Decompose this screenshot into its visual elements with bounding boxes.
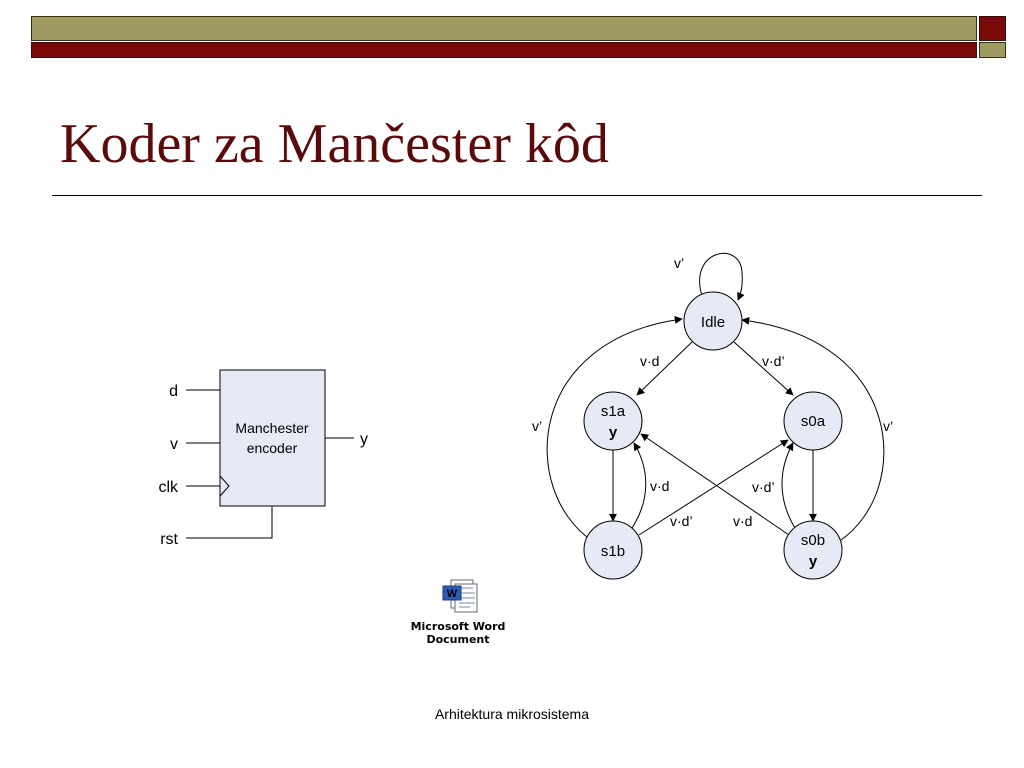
slide-footer: Arhitektura mikrosistema: [434, 706, 590, 722]
input-clk-label: clk: [158, 479, 179, 496]
label-s1b-s1a: v·d: [650, 478, 669, 494]
state-s0a-label: s0a: [801, 413, 826, 430]
slide-title: Koder za Mančester kôd: [60, 113, 609, 175]
input-v-label: v: [170, 436, 178, 453]
encoder-label-line2: encoder: [247, 440, 298, 456]
transition-s0b-s1a: [640, 433, 790, 536]
label-s0b-s1a: v·d: [733, 513, 752, 529]
word-document-icon[interactable]: W: [442, 579, 478, 613]
label-s1b-s0a: v·d’: [670, 513, 693, 529]
encoder-block-diagram: Manchester encoder d v clk rst y: [158, 369, 368, 548]
header-bar-red: [31, 42, 977, 58]
label-s1b-idle: v’: [532, 418, 542, 434]
state-s1a: [583, 391, 643, 451]
label-idle-s0a: v·d’: [762, 353, 785, 369]
state-nodes: Idle s1a y s0a s1b s0b y: [583, 291, 843, 580]
header-decoration: [31, 16, 1006, 58]
output-y-label: y: [360, 431, 368, 448]
state-s1b: [583, 520, 643, 580]
transition-labels: v’ v·d v·d’ v’ v’ v·d v·d’ v·d’ v·d: [532, 255, 893, 529]
state-s1a-output: y: [609, 424, 618, 441]
word-document-label-line1: Microsoft Word: [410, 620, 506, 633]
header-square-red: [979, 16, 1006, 41]
clock-triangle-icon: [219, 475, 230, 497]
state-s1b-label: s1b: [601, 543, 625, 560]
label-idle-self: v’: [674, 255, 684, 271]
input-d-label: d: [169, 383, 178, 400]
encoder-block: [219, 369, 326, 507]
state-diagram: [546, 252, 885, 541]
word-document-label-line2: Document: [426, 633, 490, 646]
state-s1a-label: s1a: [601, 403, 626, 420]
state-s0b-output: y: [809, 553, 818, 570]
label-s0b-s0a: v·d’: [752, 479, 775, 495]
label-s0b-idle: v’: [883, 418, 893, 434]
state-idle-label: Idle: [701, 314, 725, 331]
transition-idle-self: [699, 252, 745, 301]
transition-idle-s0a: [733, 341, 794, 396]
header-square-olive: [979, 42, 1006, 58]
input-rst-label: rst: [160, 531, 178, 548]
title-divider: [52, 195, 982, 196]
label-idle-s1a: v·d: [640, 353, 659, 369]
transition-s1b-idle: [546, 315, 683, 541]
word-document-label[interactable]: Microsoft Word Document: [408, 620, 508, 646]
svg-text:W: W: [447, 588, 458, 600]
transition-s0b-idle: [741, 316, 885, 541]
state-s0b: [783, 520, 843, 580]
state-s0b-label: s0b: [801, 532, 825, 549]
header-bar-olive: [31, 16, 977, 41]
state-idle: [683, 291, 743, 351]
state-s0a: [783, 391, 843, 451]
transition-s1b-s0a: [638, 439, 789, 536]
transition-s0b-s0a: [781, 442, 796, 529]
input-rst-wire: [186, 506, 273, 539]
transition-idle-s1a: [636, 341, 693, 396]
encoder-label-line1: Manchester: [235, 420, 308, 436]
transition-s1b-s1a: [631, 442, 647, 529]
